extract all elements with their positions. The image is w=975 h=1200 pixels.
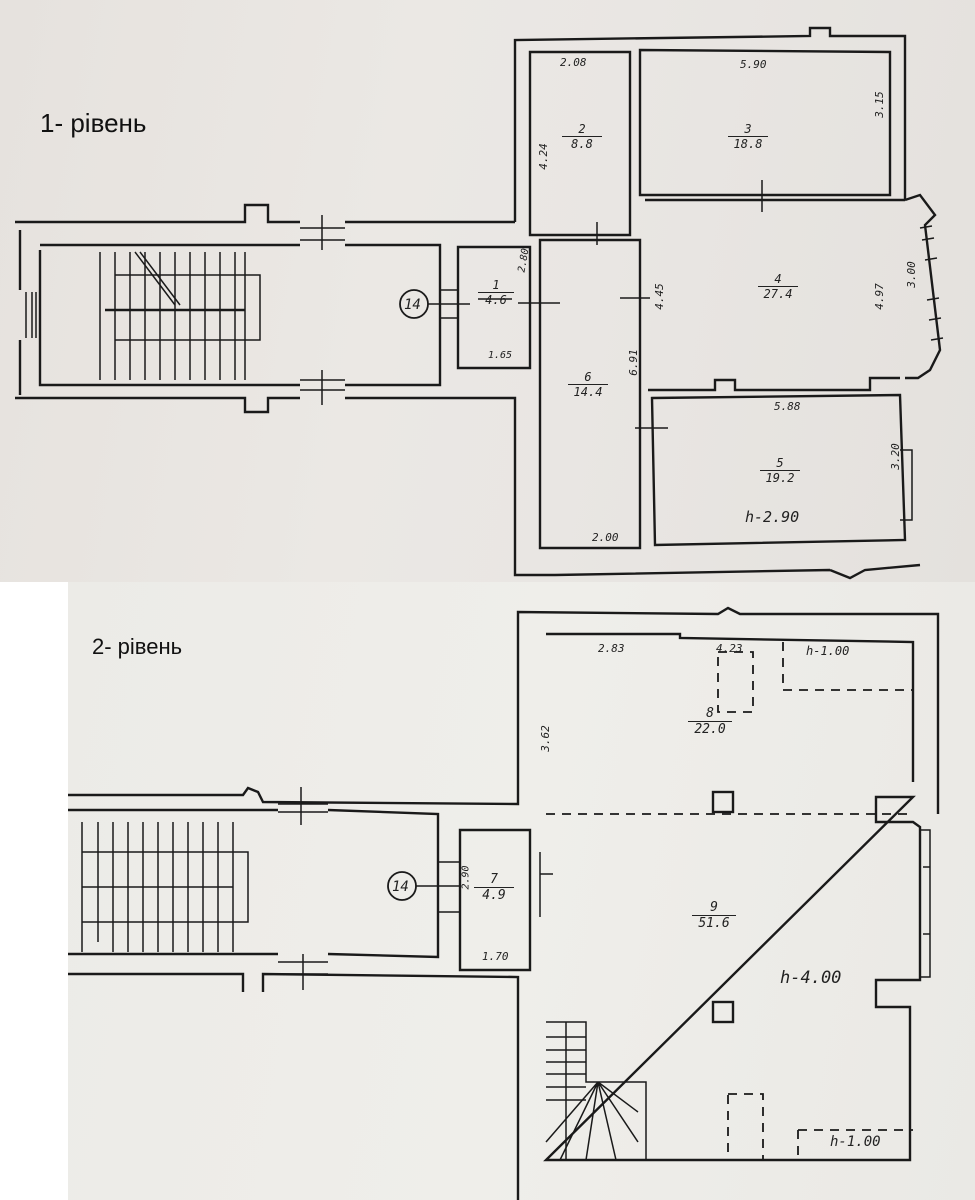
room-8-dim-a: 2.83 (598, 642, 625, 655)
room-area: 27.4 (763, 287, 793, 301)
level-1-plan: 14 1- рівень 1 4.6 2.80 1.65 2 8. (0, 0, 975, 582)
room-8-height: h-1.00 (806, 644, 850, 658)
room-7-label: 7 4.9 (474, 872, 514, 903)
room-area: 4.6 (485, 293, 507, 307)
room-number: 9 (692, 900, 736, 916)
level-2-title: 2- рівень (92, 634, 183, 659)
level-1-drawing: 14 (15, 26, 944, 580)
room-3-label: 3 18.8 (728, 122, 768, 151)
room-7-dim-a: 2.90 (460, 865, 472, 890)
room-4-dim-b: 4.97 (872, 283, 886, 310)
room-2-dim-b: 4.24 (536, 143, 550, 170)
room-number: 8 (688, 706, 732, 722)
room-5-dim-a: 5.88 (774, 400, 801, 413)
room-6-label: 6 14.4 (568, 370, 608, 399)
room-8-dim-c: 3.62 (538, 725, 552, 752)
stair-marker-label-2: 14 (392, 879, 409, 895)
staircase-2 (81, 822, 249, 952)
room-number: 3 (728, 122, 768, 137)
room-area: 8.8 (571, 137, 593, 151)
room-5-dim-b: 3.20 (888, 443, 902, 470)
room-number: 5 (760, 456, 800, 471)
room-area: 19.2 (765, 471, 795, 485)
room-number: 1 (478, 278, 514, 293)
room-area: 51.6 (698, 916, 730, 931)
room-number: 4 (758, 272, 798, 287)
room-4-label: 4 27.4 (758, 272, 798, 301)
room-4-dim-a: 4.45 (652, 283, 666, 310)
room-area: 4.9 (482, 888, 506, 903)
level-2-plan: 14 2- рівень 7 4.9 2.90 1.70 8 22.0 2.83… (68, 582, 975, 1200)
stair-marker-label: 14 (404, 297, 421, 313)
room-3-dim-a: 5.90 (740, 58, 767, 71)
room-4-dim-c: 3.00 (904, 261, 918, 288)
room-8-dim-b: 4.23 (716, 642, 743, 655)
level-2-drawing: 14 (68, 606, 940, 1200)
room-1-dim-b: 1.65 (488, 350, 513, 361)
staircase-3 (545, 1021, 647, 1161)
room-5-label: 5 19.2 (760, 456, 800, 485)
room-9-note: h-1.00 (830, 1134, 881, 1150)
room-5-height: h-2.90 (745, 508, 800, 526)
room-area: 22.0 (694, 722, 726, 737)
room-number: 7 (474, 872, 514, 888)
room-7-dim-b: 1.70 (482, 950, 509, 963)
room-9-label: 9 51.6 (692, 900, 736, 931)
room-2-label: 2 8.8 (562, 122, 602, 151)
room-area: 18.8 (733, 137, 763, 151)
room-area: 14.4 (573, 385, 603, 399)
room-2-dim-a: 2.08 (560, 56, 587, 69)
room-9-height: h-4.00 (780, 968, 842, 988)
room-1-label: 1 4.6 (478, 278, 514, 307)
room-number: 6 (568, 370, 608, 385)
room-6-dim-a: 6.91 (626, 349, 640, 376)
room-3-dim-b: 3.15 (872, 91, 886, 118)
room-6-dim-b: 2.00 (592, 531, 619, 544)
level-1-title: 1- рівень (40, 108, 147, 138)
room-number: 2 (562, 122, 602, 137)
room-8-label: 8 22.0 (688, 706, 732, 737)
staircase-1 (99, 251, 261, 380)
